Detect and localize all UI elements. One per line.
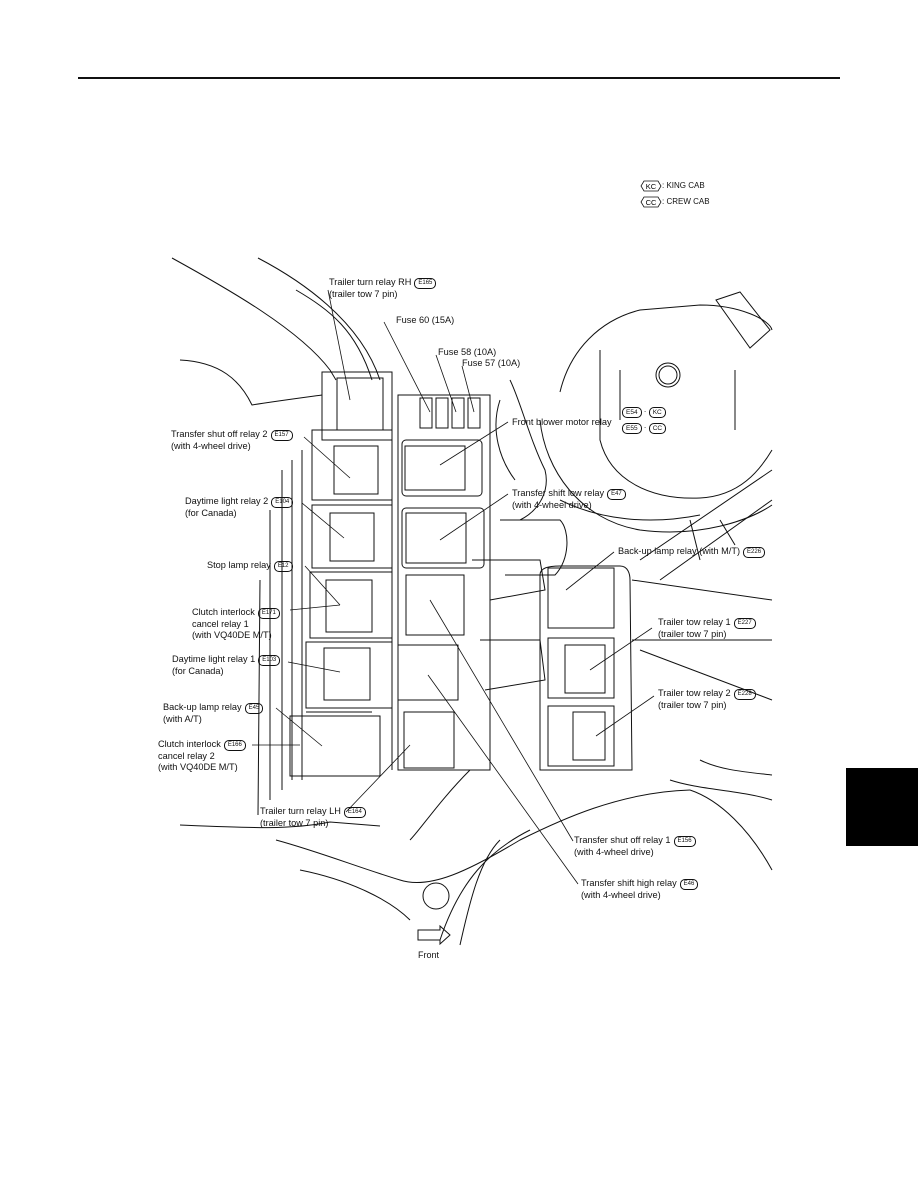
label-back-up-lamp-relay-mt: Back-up lamp relay (with M/T)E226 [618, 546, 766, 558]
center-relay-column [397, 379, 568, 771]
legend-text: : KING CAB [662, 181, 705, 190]
right-relay-column [539, 565, 773, 771]
left-relay-column [257, 371, 393, 816]
legend-text: : CREW CAB [662, 197, 710, 206]
label-fuse-57: Fuse 57 (10A) [462, 358, 521, 368]
svg-text:CC: CC [646, 198, 657, 207]
section-tab [846, 768, 918, 846]
connector-tag-e55: E55 · CC [622, 422, 667, 434]
label-fuse-60: Fuse 60 (15A) [396, 315, 455, 325]
label-fuse-58: Fuse 58 (10A) [438, 347, 497, 357]
connector-hex-icon: CC [640, 196, 662, 208]
connector-hex-icon: KC [640, 180, 662, 192]
front-arrow-icon [417, 924, 451, 946]
harness-outlines [171, 257, 773, 946]
label-front-blower-motor-relay: Front blower motor relay [512, 417, 612, 427]
svg-text:KC: KC [646, 182, 657, 191]
leader-lines [252, 289, 655, 885]
front-label: Front [418, 950, 440, 960]
header-rule [78, 77, 840, 79]
legend-king-cab: KC : KING CAB [640, 180, 705, 192]
connector-tag-e54: E54 · KC [622, 406, 666, 418]
legend-crew-cab: CC : CREW CAB [640, 196, 710, 208]
main-component [539, 291, 773, 581]
